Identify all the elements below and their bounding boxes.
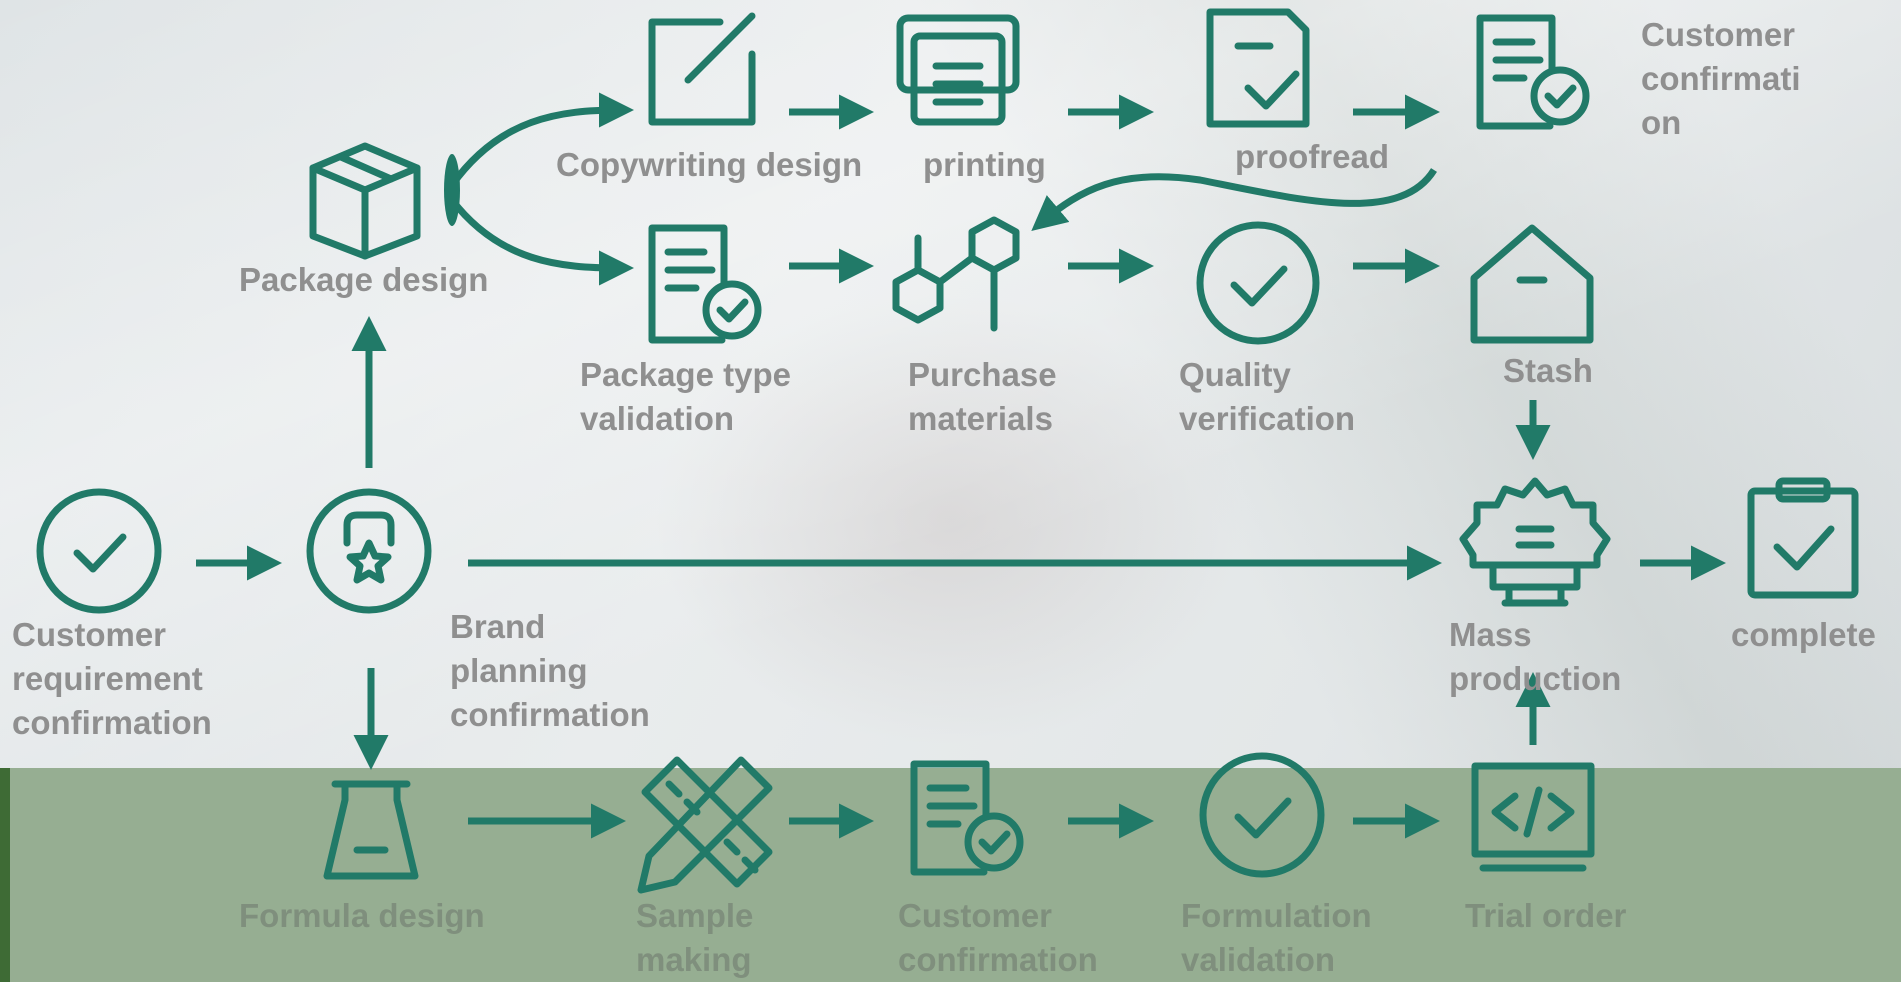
label-printing: printing xyxy=(923,146,1046,183)
label-stash: Stash xyxy=(1503,352,1593,389)
label-copywriting-design: Copywriting design xyxy=(556,146,863,183)
warehouse-icon xyxy=(1470,224,1594,344)
check-circle-icon xyxy=(1196,221,1320,345)
factory-gear-icon xyxy=(1459,477,1611,607)
flow-arrows xyxy=(196,92,1726,839)
branch-connector xyxy=(444,154,460,226)
label-mass-production: Mass production xyxy=(1449,616,1622,697)
document-approved-icon xyxy=(910,760,1024,876)
label-customer-confirmation-bottom: Customer confirmation xyxy=(898,897,1098,978)
ruler-pencil-icon xyxy=(637,756,773,894)
hexagons-icon xyxy=(892,216,1020,332)
label-trial-order: Trial order xyxy=(1465,897,1627,934)
label-quality-verification: Quality verification xyxy=(1179,356,1356,437)
printer-icon xyxy=(896,14,1020,126)
edit-icon xyxy=(648,12,756,126)
label-customer-confirmation-top: Customer confirmati on xyxy=(1641,16,1801,141)
award-badge-icon xyxy=(306,488,432,614)
label-sample-making: Sample making xyxy=(636,897,754,978)
flask-icon xyxy=(323,780,419,880)
label-formulation-validation: Formulation validation xyxy=(1181,897,1372,978)
check-circle-icon xyxy=(36,488,162,614)
label-complete: complete xyxy=(1731,616,1876,653)
arrow-package-to-type-validation xyxy=(449,197,634,286)
label-brand-planning: Brand planning confirmation xyxy=(450,608,650,733)
label-customer-requirement: Customer requirement confirmation xyxy=(12,616,212,741)
bottom-band-edge xyxy=(0,768,10,982)
label-formula-design: Formula design xyxy=(239,897,485,934)
clipboard-check-icon xyxy=(1747,477,1859,599)
label-package-type-validation: Package type validation xyxy=(580,356,791,437)
arrow-package-to-copywriting xyxy=(449,92,634,188)
label-package-design: Package design xyxy=(239,261,489,298)
document-check-icon xyxy=(1206,8,1310,128)
arrow-confirmation-to-purchase xyxy=(1031,168,1437,232)
label-purchase-materials: Purchase materials xyxy=(908,356,1057,437)
label-proofread: proofread xyxy=(1235,138,1390,175)
check-circle-icon xyxy=(1199,752,1325,878)
document-approved-icon xyxy=(648,224,762,344)
box-icon xyxy=(309,142,421,260)
document-approved-icon xyxy=(1476,14,1590,130)
code-monitor-icon xyxy=(1471,762,1595,872)
